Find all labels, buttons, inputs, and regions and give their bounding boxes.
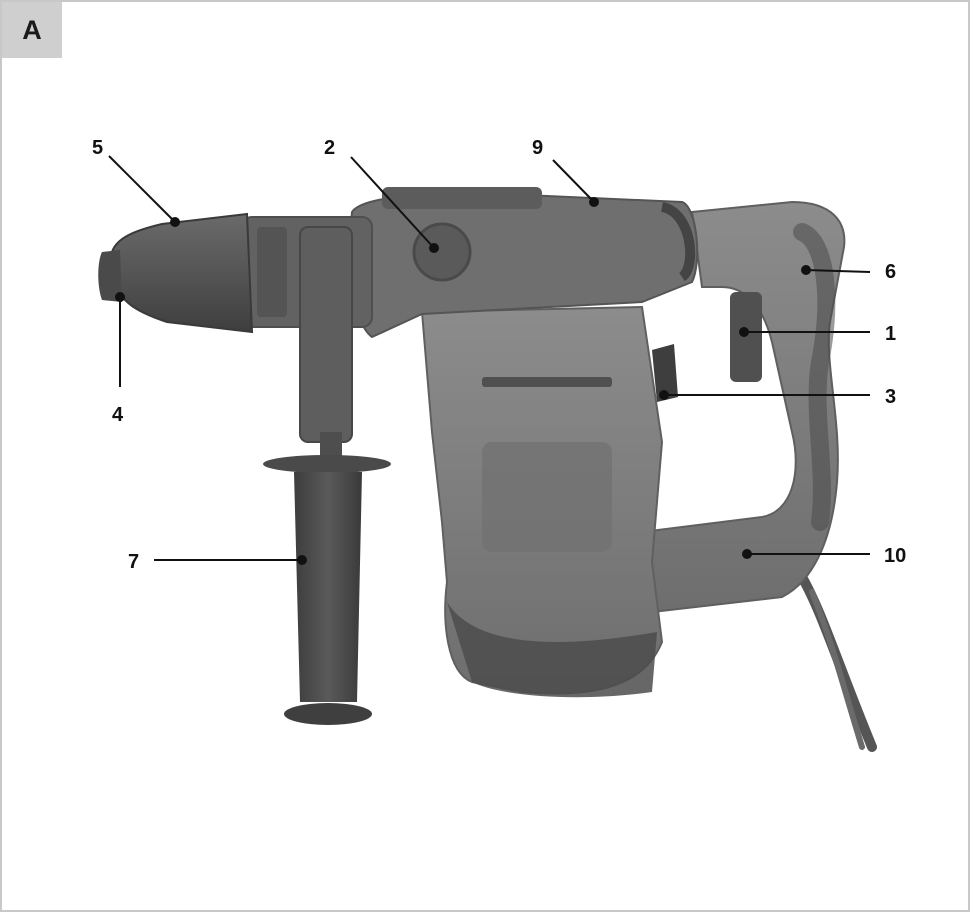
figure-label-tab: A (2, 2, 62, 58)
mode-selector (412, 222, 472, 282)
callout-label-10: 10 (884, 545, 907, 567)
callout-dots (115, 197, 811, 565)
chuck (110, 212, 254, 334)
callout-label-1: 1 (885, 323, 897, 345)
callout-label-3: 3 (885, 386, 897, 408)
callout-label-5: 5 (92, 137, 104, 159)
callout-label-7: 7 (128, 551, 140, 573)
trigger-switch (730, 292, 762, 382)
chuck-tip (98, 250, 122, 302)
rear-handle (640, 200, 846, 614)
depth-stop-lever (652, 344, 678, 402)
side-handle-grip (294, 472, 362, 702)
side-handle-clamp (299, 226, 353, 443)
callout-label-9: 9 (532, 137, 544, 159)
callout-leader-lines (108, 155, 871, 561)
side-handle-guard (263, 455, 391, 473)
callout-label-4: 4 (112, 404, 124, 426)
callout-label-2: 2 (324, 137, 336, 159)
callout-label-6: 6 (885, 261, 897, 283)
